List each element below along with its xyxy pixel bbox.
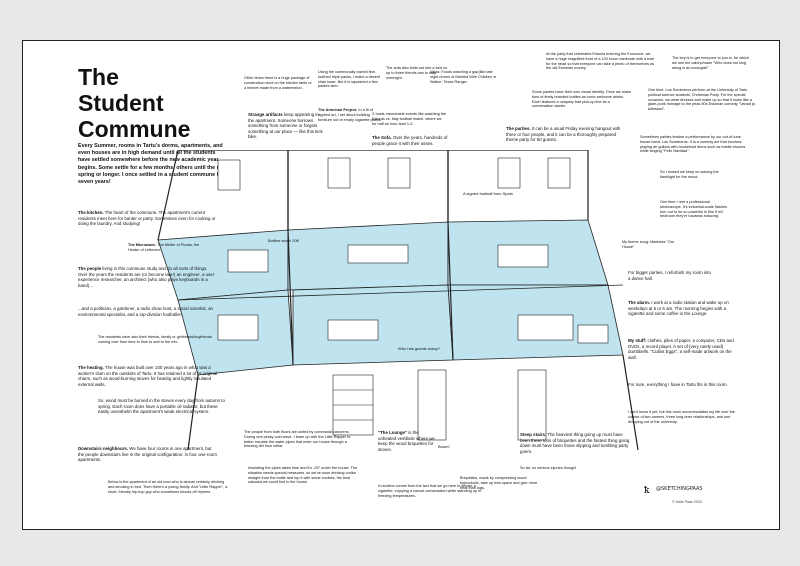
note-dance-hall: For bigger parties, I refurbish my room … bbox=[628, 270, 711, 281]
note-armchair: The Armchair Project. In a fit of applie… bbox=[318, 108, 382, 122]
note-people-2: ...and a politician, a gardener, a radio… bbox=[78, 306, 213, 317]
note-microwave: The Microwave. The Melter of Pizzas, the… bbox=[128, 243, 200, 252]
guests-label: Who has guests today? bbox=[398, 346, 441, 351]
note-friends: The residents have also their friends, f… bbox=[98, 335, 212, 344]
boom-label: Boom! bbox=[438, 444, 450, 449]
note-sofa: The Sofa. Over the years, hundreds of pe… bbox=[372, 135, 448, 146]
note-injuries: So far, no serious injuries though! bbox=[520, 466, 577, 470]
note-forsure-2: I don't know it yet, but this room accom… bbox=[628, 410, 735, 424]
note-theme-song: My theme song: Madness "Our House" bbox=[622, 240, 675, 249]
note-kitchen: The kitchen. The heart of the commune. T… bbox=[78, 210, 216, 227]
note-briquettes: Briquettes, made by compressing wood byp… bbox=[460, 476, 538, 490]
note-armchair-top: Using the communally owned fine-toothed … bbox=[318, 70, 381, 89]
note-rapper: Below is the apartment of an old man who… bbox=[108, 480, 228, 494]
note-strange: Strange artifacts keep appearing in the … bbox=[248, 112, 323, 140]
note-eurovision: X hosts memorable events like watching t… bbox=[372, 112, 447, 126]
note-identity: Some parties have their own visual ident… bbox=[532, 90, 632, 109]
credit-handle: @SKETCHINGPAAS bbox=[656, 486, 703, 492]
note-wood: So, wood must be burned in the stoves ev… bbox=[98, 398, 225, 415]
note-stuff: My stuff: clothes, piles of paper, a com… bbox=[628, 338, 734, 360]
note-flashlight: So I looked we keep on waving the flashl… bbox=[660, 170, 719, 179]
bottles-label: Bottles worth 20€ bbox=[268, 238, 300, 243]
note-christmas-top: The key is to get everyone to join in, f… bbox=[672, 56, 750, 70]
note-construction: Other times there is a huge package of c… bbox=[244, 76, 312, 90]
note-forsure: For sure, everything I have in Tartu fit… bbox=[628, 382, 728, 387]
football-label: A signed football from Spain bbox=[463, 191, 513, 196]
note-pipes: Insulating the pipes takes time and it's… bbox=[248, 466, 358, 485]
note-people: The people living in this commune study … bbox=[78, 266, 215, 288]
note-alarm: The alarm. I work at a radio station and… bbox=[628, 300, 729, 317]
note-eurozone: At the party that celebrates Estonia ent… bbox=[546, 52, 655, 71]
note-lounge: "The Lounge" is the unheated vestibule w… bbox=[378, 430, 435, 452]
note-christmas: One time, Los Sombreros perform at the U… bbox=[648, 88, 755, 112]
note-communal: The people from both floors are united b… bbox=[244, 430, 351, 449]
note-heating: The heating. The house was built over 10… bbox=[78, 365, 218, 387]
apartment-illustration: Bottles worth 20€ A signed football from… bbox=[157, 150, 639, 450]
title-line-1: The Student bbox=[78, 64, 164, 116]
note-nicotine: A nicotine comes from the fact that we g… bbox=[378, 484, 482, 498]
note-sofa-top: The sofa also folds out into a bed so up… bbox=[386, 66, 448, 80]
credit-copyright: © Kalle Paas 2024 bbox=[672, 500, 702, 504]
intro-text: Every Summer, rooms in Tartu's dorms, ap… bbox=[78, 143, 228, 186]
signature-icon: ꝁ bbox=[644, 486, 650, 496]
note-sign: Valas: Foods watching a gap(like late ni… bbox=[430, 70, 497, 84]
title-line-2: Commune bbox=[78, 116, 191, 142]
note-sombreros: Sometimes parties feature a performance … bbox=[640, 135, 746, 154]
note-stairs: Steep stairs. The heaviest thing going u… bbox=[520, 432, 630, 454]
note-strobe: One time I rent a professional strobosco… bbox=[660, 200, 727, 219]
note-parties: The parties. It can be a usual Friday ev… bbox=[506, 126, 621, 143]
note-downstairs: Downstairs neighbours. We have four room… bbox=[78, 446, 217, 463]
poster-title: The Student Commune bbox=[78, 64, 198, 142]
